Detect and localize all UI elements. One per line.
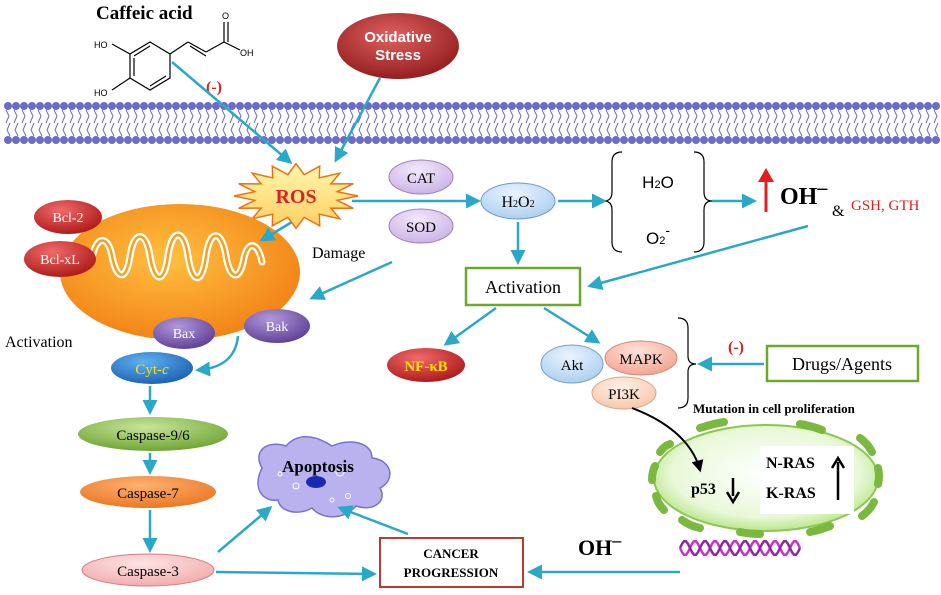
caffeic-acid-label: Caffeic acid bbox=[96, 3, 193, 24]
drugs-inhibition-symbol: (-) bbox=[728, 339, 744, 356]
caspase-7-label: Caspase-7 bbox=[117, 486, 179, 502]
caspase-7-node bbox=[80, 476, 216, 508]
caffeic-acid-atom: OH bbox=[240, 48, 254, 58]
p53-label: p53 bbox=[691, 481, 716, 498]
h2o2-node bbox=[480, 182, 556, 220]
p53-decrease-arrow-icon bbox=[725, 478, 741, 505]
sod-label: SOD bbox=[406, 220, 436, 236]
hydroxyl-label: OH– bbox=[780, 177, 828, 210]
hydroxyl-bottom-label: OH– bbox=[578, 530, 622, 560]
caffeic-acid-atom: O bbox=[222, 11, 229, 21]
caspase-9-6-node bbox=[78, 417, 228, 451]
proliferating-cell bbox=[648, 418, 883, 538]
arrow-damage-to-mito bbox=[309, 260, 393, 300]
mutation-label: Mutation in cell proliferation bbox=[693, 401, 856, 416]
oxidative-stress-label: Stress bbox=[375, 47, 421, 64]
increase-arrow-icon bbox=[758, 168, 774, 212]
damage-label: Damage bbox=[312, 245, 365, 262]
nfkb-label: NF-κB bbox=[404, 359, 447, 375]
o2-label: O2- bbox=[646, 222, 670, 248]
cell-membrane bbox=[4, 102, 940, 144]
cancer-label-line1: CANCER bbox=[423, 546, 479, 561]
activation-box bbox=[464, 266, 582, 307]
akt-node bbox=[540, 344, 604, 384]
bcl2-label: Bcl-2 bbox=[52, 211, 83, 226]
bax-node bbox=[153, 317, 215, 349]
ros-burst bbox=[233, 162, 359, 230]
cancer-progression-box bbox=[379, 537, 524, 588]
caffeic-acid-structure bbox=[111, 22, 241, 91]
ampersand: & bbox=[832, 203, 845, 220]
arrow-casp3-to-cancer bbox=[215, 566, 377, 582]
bak-label: Bak bbox=[266, 320, 289, 335]
caffeic-acid-atom: HO bbox=[94, 88, 108, 98]
apoptosis-label: Apoptosis bbox=[282, 457, 354, 476]
h2o2-label: H2O2 bbox=[501, 194, 534, 211]
mapk-label: MAPK bbox=[619, 352, 663, 368]
ros-label: ROS bbox=[275, 186, 316, 208]
activation-label-left: Activation bbox=[5, 334, 73, 351]
caspase-3-label: Caspase-3 bbox=[117, 564, 179, 580]
pi3k-node bbox=[591, 376, 657, 410]
bax-label: Bax bbox=[173, 327, 196, 342]
drugs-agents-box bbox=[765, 344, 920, 383]
ras-increase-arrow-icon bbox=[830, 455, 846, 500]
pathway-arrows bbox=[142, 61, 809, 582]
cytc-label: Cyt-c bbox=[135, 362, 169, 378]
kras-label: K-RAS bbox=[766, 485, 816, 502]
oxidative-stress-label: Oxidative bbox=[364, 29, 432, 46]
caffeic-acid-atom: HO bbox=[94, 40, 108, 50]
cat-enzyme-node bbox=[388, 159, 454, 195]
kinase-bracket bbox=[677, 317, 697, 409]
arrow-casp3-to-apoptosis bbox=[217, 506, 273, 553]
drugs-agents-label: Drugs/Agents bbox=[792, 354, 892, 374]
gsh-gth-label: GSH, GTH bbox=[851, 198, 920, 214]
arrow-caffeic-to-ros bbox=[171, 61, 293, 164]
arrow-ros-to-mito bbox=[259, 220, 293, 242]
arrow-activation-to-kinases bbox=[543, 306, 601, 344]
dna-helix-icon bbox=[678, 540, 802, 556]
activation-box-label: Activation bbox=[485, 277, 561, 297]
cytc-node bbox=[111, 352, 193, 384]
h2o-label: H2O bbox=[642, 173, 674, 192]
mitochondrion bbox=[60, 204, 300, 340]
sod-enzyme-node bbox=[388, 208, 454, 244]
bclxl-node bbox=[24, 241, 96, 277]
arrow-activation-to-nfkb bbox=[443, 306, 497, 346]
bcl2-node bbox=[34, 200, 102, 234]
cat-label: CAT bbox=[407, 171, 435, 187]
arrow-bak-to-cytc bbox=[195, 335, 240, 377]
caspase-9-6-label: Caspase-9/6 bbox=[116, 428, 190, 444]
arrow-kinases-to-p53 bbox=[631, 407, 704, 473]
cancer-label-line2: PROGRESSION bbox=[404, 565, 499, 580]
caspase-3-node bbox=[81, 553, 215, 587]
nras-label: N-RAS bbox=[766, 455, 815, 472]
mapk-node bbox=[604, 340, 678, 376]
inhibition-symbol: (-) bbox=[206, 79, 222, 96]
arrow-oh-to-activation bbox=[587, 224, 809, 291]
bak-node bbox=[244, 309, 310, 343]
pi3k-label: PI3K bbox=[608, 387, 640, 403]
oxidative-stress-node bbox=[337, 13, 459, 79]
arrow-cancer-to-apoptosis bbox=[337, 505, 409, 536]
akt-label: Akt bbox=[561, 358, 584, 374]
arrow-stress-to-ros bbox=[334, 77, 382, 163]
apoptotic-cell bbox=[257, 436, 391, 518]
nfkb-node bbox=[387, 348, 465, 382]
bclxl-label: Bcl-xL bbox=[40, 253, 80, 268]
